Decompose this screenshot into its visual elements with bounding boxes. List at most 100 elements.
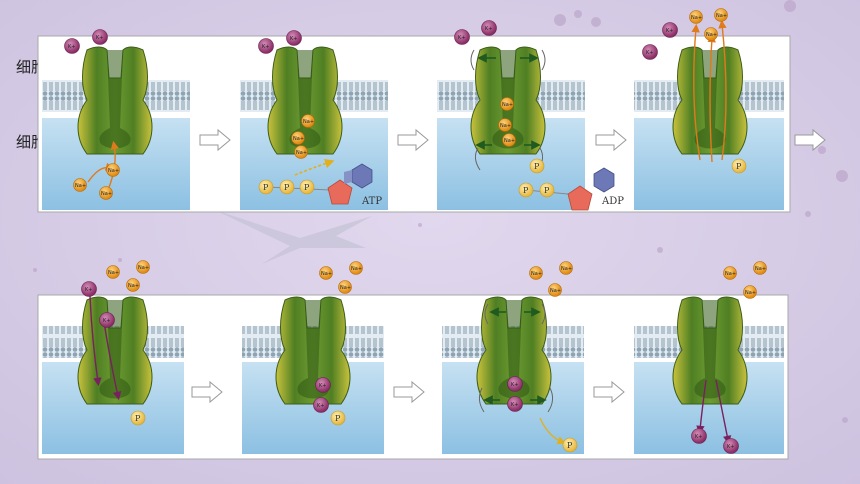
pump-protein bbox=[77, 46, 153, 155]
sodium-ion: Na+ bbox=[559, 261, 573, 275]
sodium-ion: Na+ bbox=[99, 186, 113, 200]
phosphate-group: P bbox=[529, 158, 545, 174]
potassium-ion: K+ bbox=[64, 38, 80, 54]
sodium-ion: Na+ bbox=[136, 260, 150, 274]
sodium-ion: Na+ bbox=[291, 131, 305, 145]
svg-text:Na+: Na+ bbox=[108, 270, 119, 276]
row1-step4-na-release: Na+ Na+ Na+ K+ K+ P bbox=[634, 8, 784, 210]
svg-text:P: P bbox=[567, 441, 573, 450]
sodium-ion: Na+ bbox=[689, 10, 703, 24]
potassium-ion: K+ bbox=[315, 377, 331, 393]
svg-text:P: P bbox=[335, 414, 341, 423]
svg-text:Na+: Na+ bbox=[128, 283, 139, 289]
potassium-ion: K+ bbox=[99, 312, 115, 328]
potassium-ion: K+ bbox=[507, 396, 523, 412]
svg-text:Na+: Na+ bbox=[138, 265, 149, 271]
svg-text:Na+: Na+ bbox=[691, 15, 702, 21]
row1-step1-na-binding: K+ K+ Na+ Na+ Na+ bbox=[42, 29, 190, 210]
row2-step4-k-release: K+ K+ Na+ Na+ Na+ bbox=[634, 261, 784, 454]
svg-text:Na+: Na+ bbox=[500, 123, 511, 129]
potassium-ion: K+ bbox=[81, 281, 97, 297]
sodium-ion: Na+ bbox=[753, 261, 767, 275]
sodium-ion: Na+ bbox=[338, 280, 352, 294]
svg-text:Na+: Na+ bbox=[351, 266, 362, 272]
adp-molecule: P P ADP bbox=[518, 167, 624, 211]
sodium-ion: Na+ bbox=[529, 266, 543, 280]
svg-text:Na+: Na+ bbox=[706, 32, 717, 38]
sodium-ion: Na+ bbox=[723, 266, 737, 280]
svg-text:P: P bbox=[544, 186, 550, 195]
sodium-ion: Na+ bbox=[106, 163, 120, 177]
potassium-ion: K+ bbox=[691, 428, 707, 444]
svg-text:P: P bbox=[263, 183, 269, 192]
potassium-ion: K+ bbox=[507, 376, 523, 392]
row1-step2-phosphorylation: Na+ Na+ Na+ K+ K+ P P P ATP bbox=[240, 30, 388, 210]
decorative-crystal bbox=[215, 210, 372, 264]
svg-text:K+: K+ bbox=[666, 28, 673, 34]
svg-text:Na+: Na+ bbox=[293, 136, 304, 142]
sodium-ion: Na+ bbox=[502, 133, 516, 147]
sodium-ion: Na+ bbox=[743, 285, 757, 299]
potassium-ion: K+ bbox=[662, 22, 678, 38]
svg-text:Na+: Na+ bbox=[108, 168, 119, 174]
svg-text:P: P bbox=[284, 183, 290, 192]
decorative-speckles bbox=[33, 0, 848, 423]
svg-text:K+: K+ bbox=[458, 35, 465, 41]
phosphate-group: P bbox=[130, 410, 146, 426]
svg-text:Na+: Na+ bbox=[504, 138, 515, 144]
svg-text:K+: K+ bbox=[727, 444, 734, 450]
svg-text:K+: K+ bbox=[695, 434, 702, 440]
atp-molecule: P P P ATP bbox=[258, 163, 382, 207]
svg-text:P: P bbox=[736, 162, 742, 171]
svg-text:K+: K+ bbox=[290, 36, 297, 42]
svg-text:P: P bbox=[135, 414, 141, 423]
sodium-ion: Na+ bbox=[500, 97, 514, 111]
svg-text:K+: K+ bbox=[103, 318, 110, 324]
potassium-ion: K+ bbox=[723, 438, 739, 454]
potassium-ion: K+ bbox=[454, 29, 470, 45]
sodium-ion: Na+ bbox=[498, 118, 512, 132]
phosphate-group: P bbox=[731, 158, 747, 174]
adp-label: ADP bbox=[601, 196, 624, 207]
sodium-ion: Na+ bbox=[106, 265, 120, 279]
svg-text:K+: K+ bbox=[485, 26, 492, 32]
svg-text:Na+: Na+ bbox=[321, 271, 332, 277]
sodium-ion: Na+ bbox=[704, 27, 718, 41]
svg-text:P: P bbox=[523, 186, 529, 195]
svg-text:Na+: Na+ bbox=[502, 102, 513, 108]
svg-text:K+: K+ bbox=[96, 35, 103, 41]
svg-text:Na+: Na+ bbox=[531, 271, 542, 277]
pump-protein bbox=[77, 296, 153, 405]
sodium-ion: Na+ bbox=[126, 278, 140, 292]
row2-step3-dephosphorylation: K+ K+ Na+ Na+ Na+ P bbox=[442, 261, 584, 454]
row1-step3-conformation-change: Na+ Na+ Na+ K+ K+ P P P ADP bbox=[437, 20, 624, 211]
pump-protein bbox=[275, 296, 351, 405]
svg-text:Na+: Na+ bbox=[75, 183, 86, 189]
sodium-ion: Na+ bbox=[349, 261, 363, 275]
potassium-ion: K+ bbox=[258, 38, 274, 54]
potassium-ion: K+ bbox=[92, 29, 108, 45]
svg-text:P: P bbox=[534, 162, 540, 171]
atp-label: ATP bbox=[361, 196, 382, 207]
svg-text:K+: K+ bbox=[317, 403, 324, 409]
svg-text:Na+: Na+ bbox=[550, 288, 561, 294]
svg-text:Na+: Na+ bbox=[725, 271, 736, 277]
sodium-ion: Na+ bbox=[294, 145, 308, 159]
svg-text:Na+: Na+ bbox=[303, 119, 314, 125]
svg-text:K+: K+ bbox=[511, 402, 518, 408]
svg-text:Na+: Na+ bbox=[340, 285, 351, 291]
svg-text:Na+: Na+ bbox=[296, 150, 307, 156]
svg-text:Na+: Na+ bbox=[716, 13, 727, 19]
svg-text:P: P bbox=[304, 183, 310, 192]
svg-text:K+: K+ bbox=[85, 287, 92, 293]
step-arrow-icon bbox=[794, 129, 826, 151]
potassium-ion: K+ bbox=[642, 44, 658, 60]
row2-step2-k-bound: K+ K+ Na+ Na+ Na+ P bbox=[242, 261, 384, 454]
row2-step1-k-binding: K+ K+ Na+ Na+ Na+ P bbox=[42, 260, 184, 454]
svg-text:Na+: Na+ bbox=[745, 290, 756, 296]
sodium-ion: Na+ bbox=[548, 283, 562, 297]
svg-text:K+: K+ bbox=[319, 383, 326, 389]
phosphate-group: P bbox=[330, 410, 346, 426]
svg-text:Na+: Na+ bbox=[561, 266, 572, 272]
